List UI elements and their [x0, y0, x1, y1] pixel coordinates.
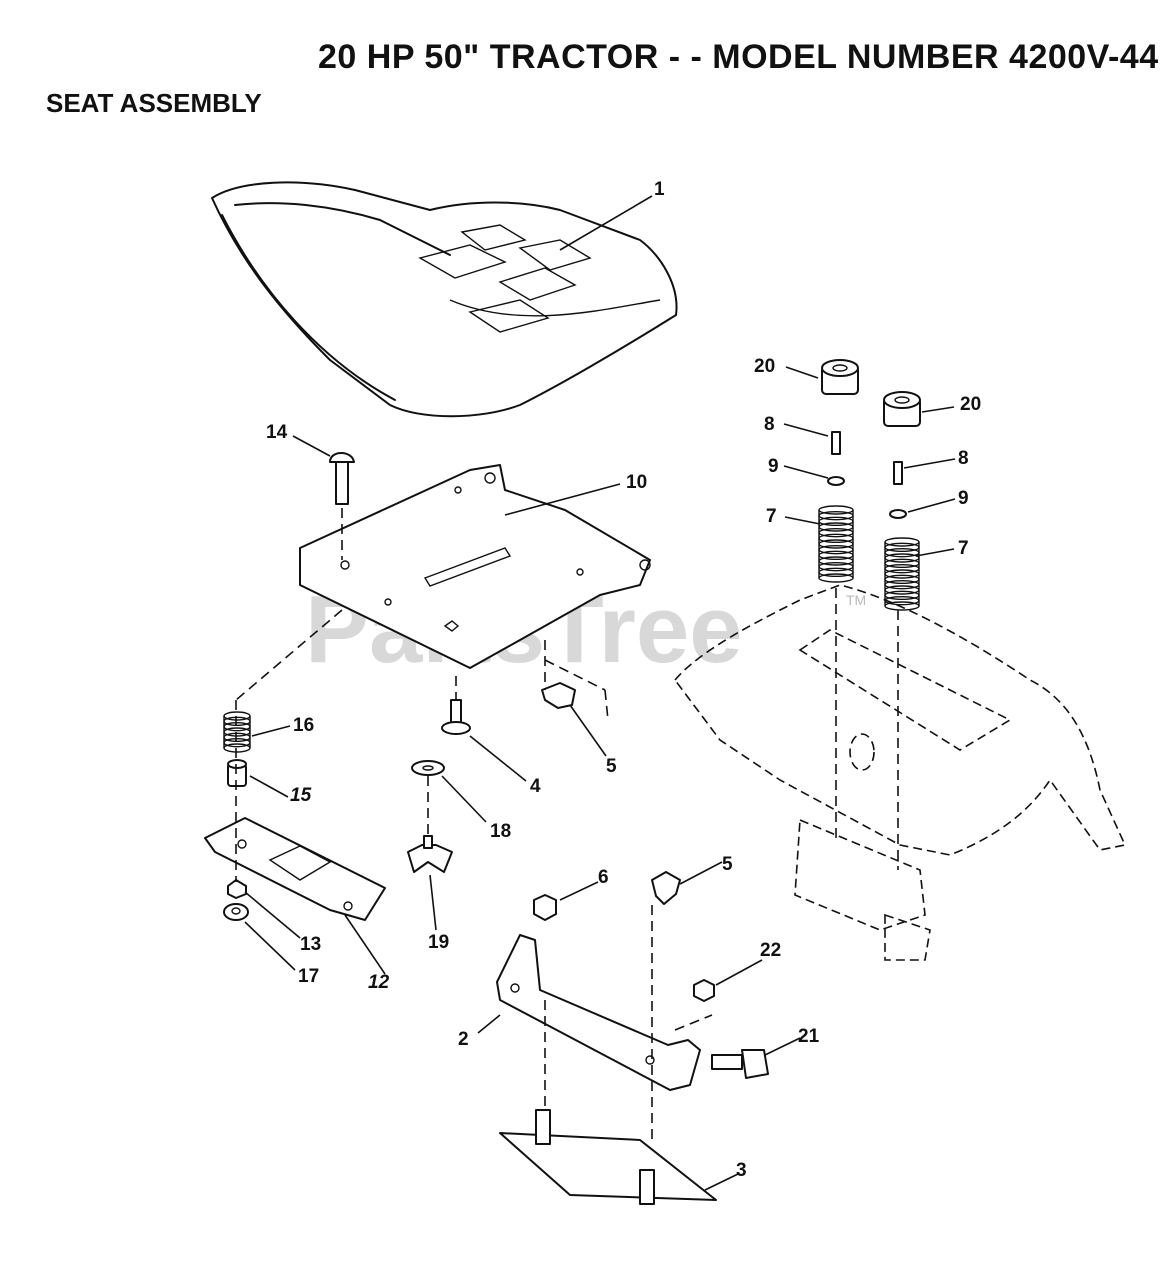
callout-7a: 7 [766, 506, 777, 527]
callout-18: 18 [490, 821, 511, 842]
callout-15: 15 [290, 785, 312, 806]
callout-3: 3 [736, 1160, 747, 1181]
callout-5a: 5 [606, 756, 617, 777]
spring-coil [223, 743, 251, 753]
callout-12: 12 [368, 972, 390, 993]
seat-part [211, 181, 678, 418]
callout-16: 16 [293, 715, 314, 736]
callout-20a: 20 [754, 356, 775, 377]
callout-labels: 1 2 3 4 5 5 6 7 7 8 8 9 9 10 12 13 14 15… [266, 179, 981, 1181]
callout-6: 6 [598, 867, 609, 888]
callout-17: 17 [298, 966, 319, 987]
clip-parts [541, 682, 681, 905]
carriage-bolt-part [329, 452, 355, 505]
callout-1: 1 [654, 179, 665, 200]
lower-left-parts [204, 711, 386, 921]
callout-19: 19 [428, 932, 449, 953]
spring-coil [884, 601, 920, 611]
callout-5b: 5 [722, 854, 733, 875]
bracket-parts [496, 894, 769, 1205]
spring-coil [818, 573, 854, 583]
diagram-title: 20 HP 50" TRACTOR - - MODEL NUMBER 4200V… [318, 38, 1159, 76]
callout-14: 14 [266, 422, 288, 443]
spacer-parts [821, 359, 921, 427]
callout-10: 10 [626, 472, 647, 493]
alignment-lines [235, 508, 899, 1140]
callout-21: 21 [798, 1026, 820, 1047]
callout-22: 22 [760, 940, 781, 961]
fender-outline [673, 584, 1127, 961]
callout-20b: 20 [960, 394, 981, 415]
leader-lines [244, 195, 956, 1191]
callout-8b: 8 [958, 448, 969, 469]
callout-7b: 7 [958, 538, 969, 559]
callout-4: 4 [530, 776, 541, 797]
callout-9b: 9 [958, 488, 969, 509]
center-parts [407, 699, 471, 873]
callout-2: 2 [458, 1029, 469, 1050]
callout-9a: 9 [768, 456, 779, 477]
spring-stack-parts [818, 431, 920, 611]
callout-8a: 8 [764, 414, 775, 435]
section-title: SEAT ASSEMBLY [46, 88, 262, 118]
callout-13: 13 [300, 934, 321, 955]
seat-pan-part [299, 464, 651, 669]
watermark-trademark: TM [846, 592, 867, 608]
